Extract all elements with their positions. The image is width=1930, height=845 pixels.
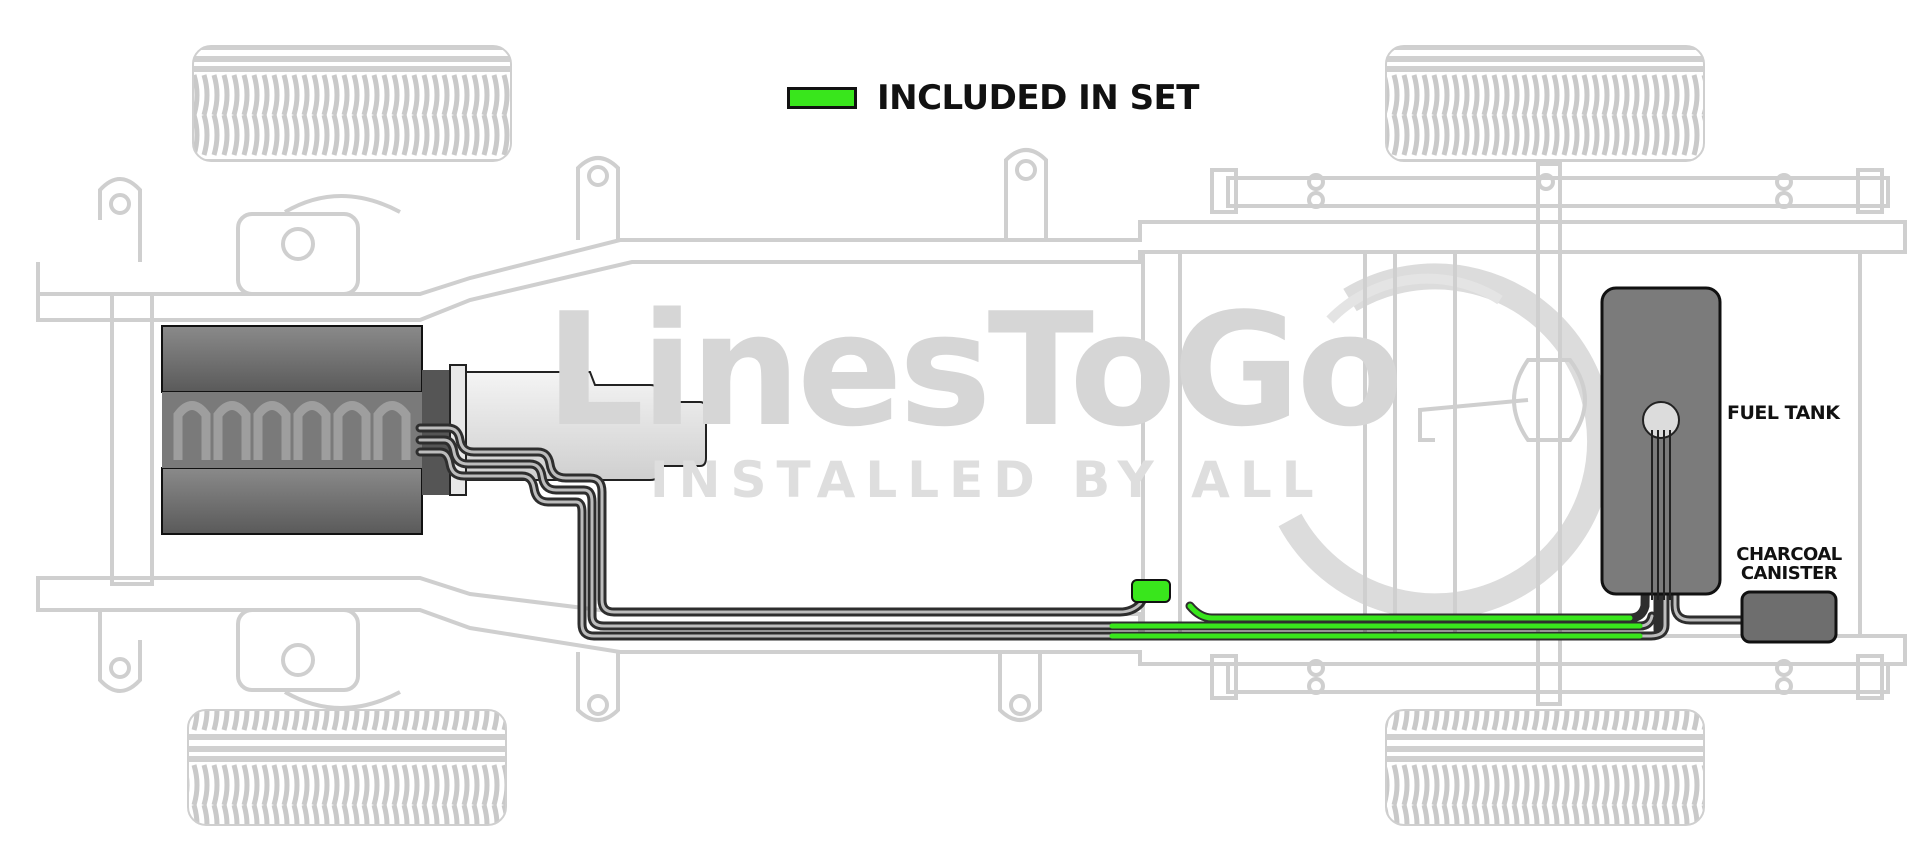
fuel-filter-icon [1131,579,1171,603]
chassis-frame [36,148,1907,722]
legend-label: INCLUDED IN SET [877,78,1199,118]
fuel-tank-label: FUEL TANK [1727,402,1840,424]
legend: INCLUDED IN SET [787,78,1199,118]
watermark-main-text: LinesToGo [545,279,1404,461]
fuel-lines [415,405,1785,641]
tire-icon [187,709,507,826]
fuel-tank-icon [1600,286,1722,600]
canister-label-line2: CANISTER [1740,563,1838,584]
tire-icon [192,45,512,162]
watermark-sub-text: INSTALLED BY ALL [650,451,1324,509]
legend-swatch [787,87,857,109]
tire-icon [1385,709,1705,826]
watermark-logo [1278,263,1614,620]
tire-icon [1385,45,1705,162]
engine-icon [161,325,452,535]
canister-label-line1: CHARCOAL [1736,544,1842,565]
charcoal-canister-label: CHARCOAL CANISTER [1736,545,1842,583]
charcoal-canister-icon [1740,590,1838,644]
